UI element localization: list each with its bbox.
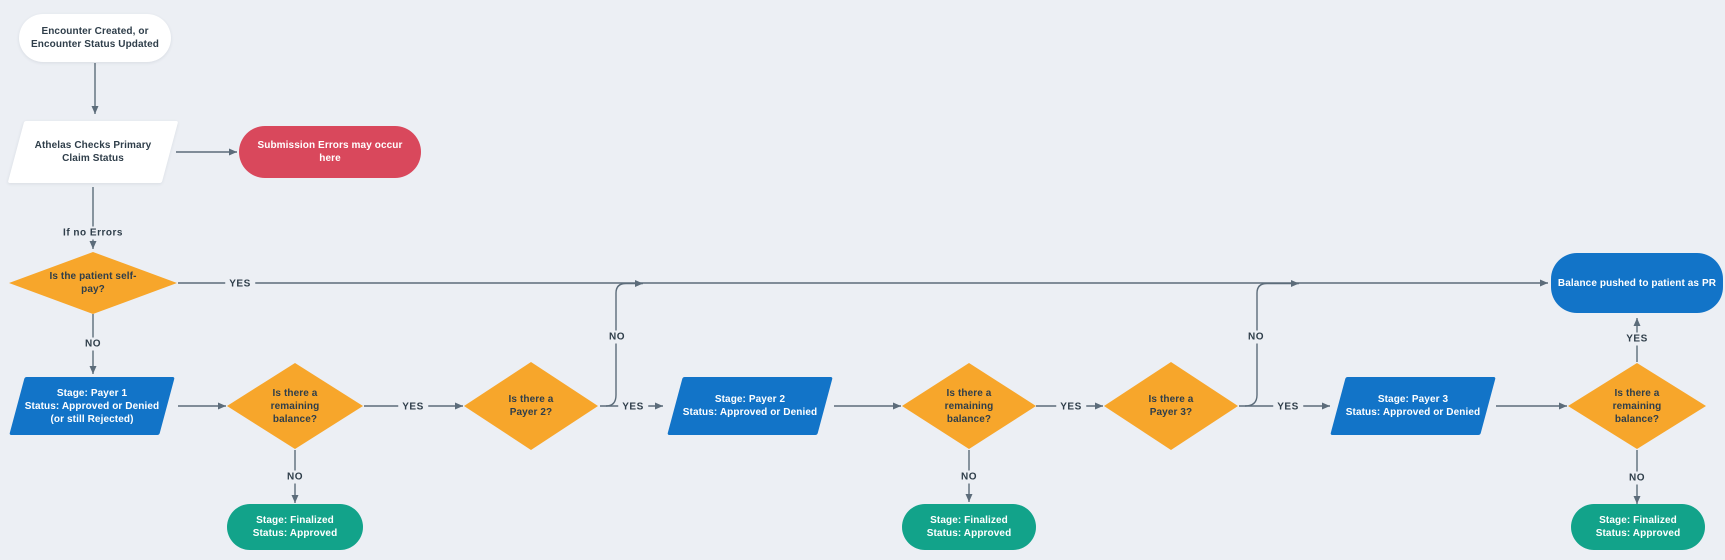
node-label: remaining	[944, 400, 994, 412]
node-label: Stage: Finalized	[256, 515, 334, 526]
node-label: Submission Errors may occur	[257, 140, 403, 151]
node-label: here	[319, 153, 341, 164]
edge-payer2q-no-up	[605, 280, 643, 407]
node-label: Balance pushed to patient as PR	[1557, 277, 1717, 289]
node-label: Status: Approved	[926, 528, 1012, 539]
node-finalized2[interactable]: Stage: Finalized Status: Approved	[902, 504, 1036, 550]
node-label: Encounter Created, or	[41, 26, 149, 37]
label-no-balance2: NO	[957, 470, 981, 484]
node-finalized1[interactable]: Stage: Finalized Status: Approved	[227, 504, 363, 550]
label-no-balance1: NO	[283, 470, 307, 484]
label-yes-payer2-question: YES	[618, 400, 648, 414]
node-submission-errors[interactable]: Submission Errors may occur here	[239, 126, 421, 178]
node-label: Is there a	[272, 387, 318, 399]
node-label: Stage: Finalized	[1599, 515, 1677, 526]
label-yes-self-pay: YES	[225, 277, 255, 291]
edge-payer3q-no-up	[1244, 280, 1299, 407]
node-label: Stage: Payer 3	[1377, 394, 1449, 405]
node-label: Athelas Checks Primary	[34, 140, 152, 151]
node-label: Is the patient self-	[49, 271, 137, 282]
label-no-payer2-question: NO	[605, 330, 629, 344]
node-label: Status: Approved or Denied	[24, 400, 160, 412]
label-no-balance3: NO	[1625, 471, 1649, 485]
node-label: pay?	[81, 284, 105, 295]
label-no-self-pay: NO	[81, 337, 105, 351]
node-label: Is there a	[1614, 387, 1660, 399]
node-label: Is there a	[508, 394, 554, 405]
node-athelas-check[interactable]: Athelas Checks Primary Claim Status	[7, 121, 179, 183]
node-label: balance?	[946, 413, 992, 425]
node-balance-to-patient[interactable]: Balance pushed to patient as PR	[1551, 253, 1723, 313]
node-payer1-stage[interactable]: Stage: Payer 1 Status: Approved or Denie…	[9, 377, 175, 435]
node-label: Payer 3?	[1149, 407, 1193, 418]
node-finalized3[interactable]: Stage: Finalized Status: Approved	[1571, 504, 1705, 550]
node-label: Payer 2?	[509, 407, 553, 418]
label-yes-balance3: YES	[1622, 332, 1652, 346]
node-label: Status: Approved	[252, 528, 338, 539]
label-yes-balance1: YES	[398, 400, 428, 414]
node-label: remaining	[1612, 400, 1662, 412]
node-label: Stage: Finalized	[930, 515, 1008, 526]
node-payer3-stage[interactable]: Stage: Payer 3 Status: Approved or Denie…	[1330, 377, 1496, 435]
label-if-no-errors: If no Errors	[59, 226, 127, 240]
node-label: balance?	[272, 413, 318, 425]
label-no-payer3-question: NO	[1244, 330, 1268, 344]
node-label: Stage: Payer 2	[714, 394, 786, 405]
node-label: Status: Approved	[1595, 528, 1681, 539]
node-payer2-stage[interactable]: Stage: Payer 2 Status: Approved or Denie…	[667, 377, 833, 435]
node-label: Stage: Payer 1	[56, 387, 128, 399]
label-yes-payer3-question: YES	[1273, 400, 1303, 414]
node-label: Status: Approved or Denied	[1345, 407, 1481, 418]
node-label: Is there a	[1148, 394, 1194, 405]
node-label: Claim Status	[62, 153, 124, 164]
node-label: balance?	[1614, 413, 1660, 425]
node-label: remaining	[270, 400, 320, 412]
label-yes-balance2: YES	[1056, 400, 1086, 414]
node-label: Is there a	[946, 387, 992, 399]
node-label: (or still Rejected)	[50, 413, 134, 425]
node-encounter-created[interactable]: Encounter Created, or Encounter Status U…	[19, 14, 171, 62]
node-label: Status: Approved or Denied	[682, 407, 818, 418]
node-label: Encounter Status Updated	[31, 39, 159, 50]
